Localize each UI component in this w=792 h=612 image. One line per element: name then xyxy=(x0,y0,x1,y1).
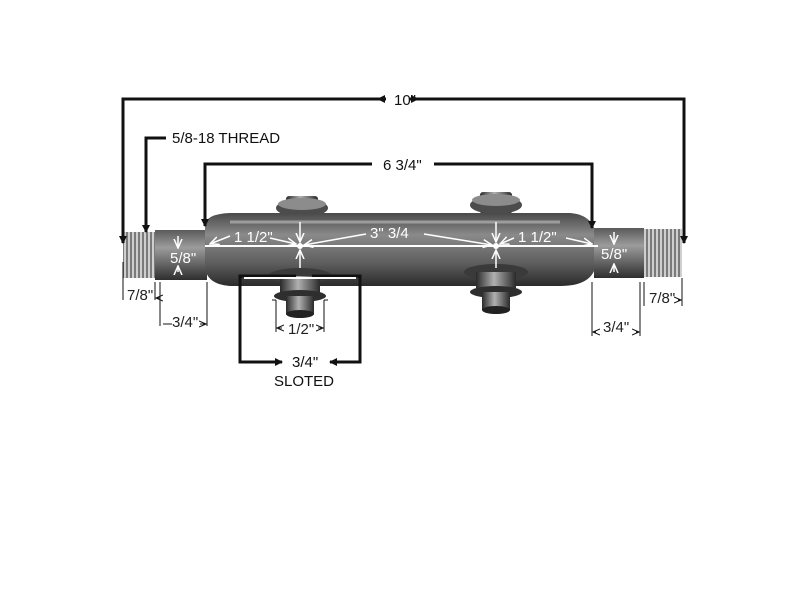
slot-caption: SLOTED xyxy=(274,373,334,390)
port-diameter-label: 1/2" xyxy=(288,321,314,338)
inner-dimensions: 1 1/2" 3" 3/4 1 1/2" 5/8" 5/8" xyxy=(170,222,627,272)
thread-label: 5/8-18 THREAD xyxy=(172,130,280,147)
left-diameter-label: 5/8" xyxy=(170,250,196,267)
right-end-length-label: 3/4" xyxy=(603,319,629,336)
right-thread xyxy=(644,229,682,277)
right-offset-label: 1 1/2" xyxy=(518,229,557,246)
right-thread-length-label: 7/8" xyxy=(649,290,675,307)
left-end-length-label: 3/4" xyxy=(172,314,198,331)
dimension-left-end: 7/8" 3/4" xyxy=(122,262,208,331)
dimension-slot: 3/4" SLOTED xyxy=(238,274,362,390)
dimension-right-end: 3/4" 7/8" xyxy=(591,278,683,336)
dimension-6-3-4in: 6 3/4" xyxy=(201,157,596,229)
slot-width-label: 3/4" xyxy=(292,354,318,371)
dimension-thread: 5/8-18 THREAD xyxy=(142,130,280,233)
center-spacing-label: 3" 3/4 xyxy=(370,225,409,242)
dimension-port: 1/2" xyxy=(272,299,328,338)
manifold-part xyxy=(123,192,682,318)
overall-length-label: 10" xyxy=(394,92,416,109)
right-end-pipe xyxy=(594,228,644,278)
left-offset-label: 1 1/2" xyxy=(234,229,273,246)
top-fitting-left xyxy=(276,196,328,218)
bottom-fitting-left xyxy=(268,268,332,318)
left-thread xyxy=(123,232,155,278)
between-ends-label: 6 3/4" xyxy=(383,157,422,174)
top-fitting-right xyxy=(470,192,522,214)
left-thread-length-label: 7/8" xyxy=(127,287,153,304)
dimension-10in: 10" xyxy=(119,92,688,244)
bottom-fitting-right xyxy=(464,264,528,314)
right-diameter-label: 5/8" xyxy=(601,246,627,263)
